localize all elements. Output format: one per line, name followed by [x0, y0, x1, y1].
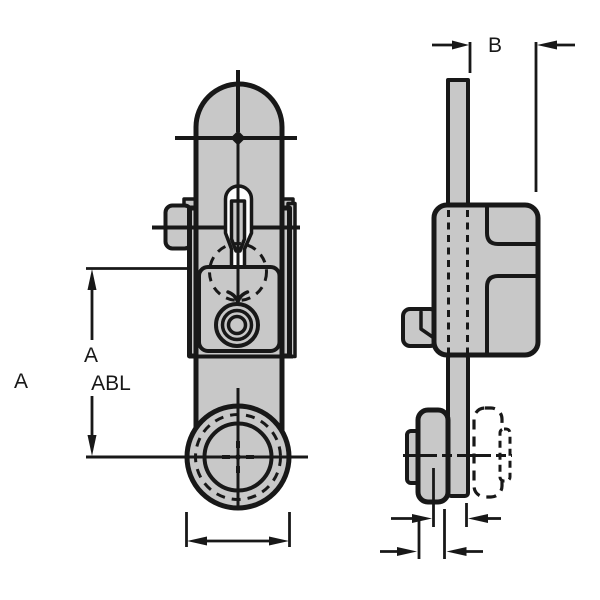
arrow-up-icon	[87, 269, 97, 290]
arrow-right-icon	[269, 536, 289, 546]
arrow-left-icon	[537, 40, 557, 50]
arrow-right-icon	[397, 547, 417, 556]
body-step-lower	[485, 274, 536, 353]
front-view	[152, 70, 300, 511]
view-label-a: A	[14, 370, 28, 393]
dim-label-a: A	[84, 344, 98, 367]
side-view	[401, 78, 541, 527]
side-view-dimensions: B	[380, 34, 575, 559]
arrow-left-icon	[468, 514, 488, 523]
arrow-right-icon	[412, 514, 432, 523]
arrow-left-icon	[187, 536, 207, 546]
tab-detail-line	[419, 310, 436, 340]
front-view-dimensions: A ABL A	[14, 267, 308, 547]
dim-label-b: B	[488, 34, 502, 57]
side-plate-upper	[446, 78, 470, 210]
v-notch-mark	[226, 290, 250, 304]
dim-label-abl: ABL	[91, 372, 131, 395]
bolt-head-middle	[220, 308, 254, 342]
hidden-roller-circle	[208, 242, 268, 302]
phantom-roller	[472, 406, 504, 499]
side-plate-lower	[446, 353, 470, 498]
body-step-upper	[485, 207, 536, 246]
arrow-left-icon	[446, 547, 467, 556]
arrow-right-icon	[452, 40, 469, 50]
arrow-down-icon	[87, 435, 97, 456]
bolt-head-inner	[226, 314, 248, 336]
